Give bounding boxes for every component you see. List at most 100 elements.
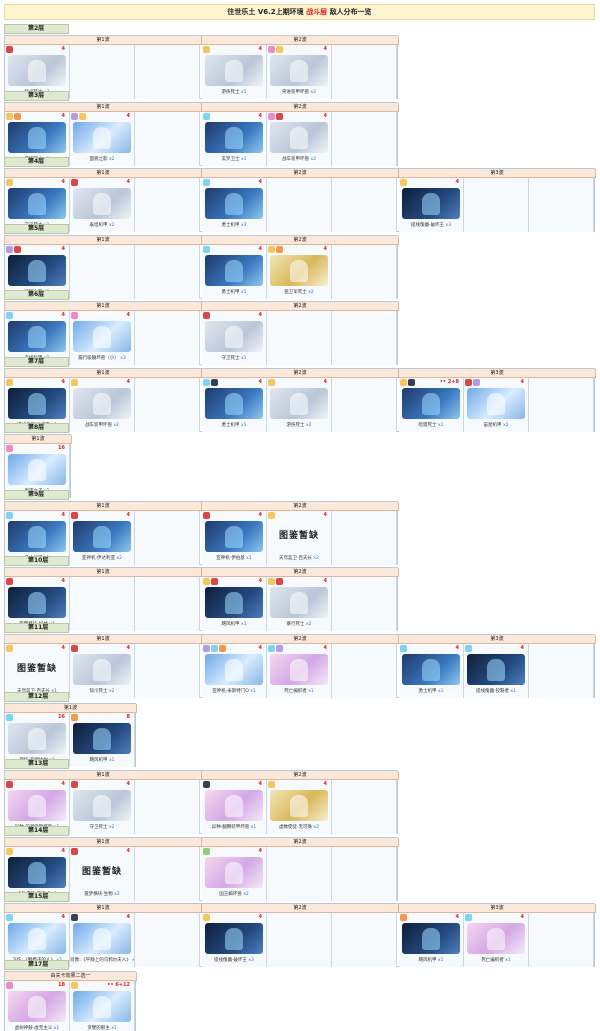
enemy-level-count: 4 (521, 378, 524, 386)
enemy-name-text: 噩梦横块·生物 (84, 892, 115, 897)
enemy-number: 4 (323, 379, 327, 385)
element-type-icon (6, 445, 13, 452)
enemy-number: 4 (323, 512, 327, 518)
enemy-portrait (73, 521, 131, 552)
enemy-figure (28, 795, 46, 817)
enemy-portrait (73, 388, 131, 419)
element-type-icon (465, 914, 472, 921)
enemy-name: 守卫死士 x1 (202, 355, 266, 361)
enemy-cell: 4 飓风机甲 x1 (202, 577, 267, 631)
enemy-portrait (467, 654, 525, 685)
enemy-number: 4 (61, 512, 65, 518)
floor-label: 第14层 (4, 826, 69, 836)
enemy-type-icons (400, 379, 415, 386)
enemy-figure (93, 127, 111, 149)
enemy-cell (267, 913, 332, 967)
enemy-level-count: •• 2+8 (440, 378, 459, 386)
enemy-name: 飓风机甲 x1 (202, 621, 266, 627)
enemy-number: 4 (258, 578, 262, 584)
enemy-level-count: 4 (127, 112, 130, 120)
enemy-cell (529, 378, 594, 432)
enemy-portrait (205, 255, 263, 286)
enemy-level-count: 4 (456, 644, 459, 652)
enemy-quantity: x1 (510, 689, 516, 694)
enemy-quantity: x1 (132, 958, 134, 963)
enemy-level-count: 4 (259, 245, 262, 253)
enemy-name-text: 突进装甲坏兽 (282, 90, 311, 95)
enemy-level-count: 4 (62, 311, 65, 319)
enemy-portrait (402, 654, 460, 685)
enemy-type-icons (6, 848, 13, 855)
enemy-quantity: x2 (113, 423, 119, 428)
element-type-icon (268, 46, 275, 53)
enemy-portrait (8, 122, 66, 153)
enemy-level-count: 4 (259, 311, 262, 319)
enemy-type-icons (71, 312, 78, 319)
enemy-number: 4 (61, 645, 65, 651)
enemy-type-icons (71, 645, 78, 652)
floor-section: 第1波4虚数使徒·墨言式 x14图鉴暂缺噩梦横块·生物 x2第2波4国王蝎坏兽 … (4, 837, 399, 901)
title-main: 往世乐土 V6.2上期环境 (227, 8, 304, 16)
enemy-figure (28, 60, 46, 82)
enemy-cell (529, 178, 594, 232)
element-type-icon (268, 113, 275, 120)
enemy-portrait (73, 321, 131, 352)
floor-label: 第13层 (4, 759, 69, 769)
enemy-type-icons (203, 781, 210, 788)
element-type-icon (203, 379, 210, 386)
enemy-name-text: 肖像：《平静上的乌鸦尔夫人》 (70, 958, 133, 963)
shield-marks: •• (439, 379, 448, 385)
enemy-name-text: 死亡编织者 (284, 689, 309, 694)
wave-header: 第2波 (202, 502, 399, 511)
title-highlight: 战斗层 (306, 8, 328, 16)
wave-header: 第1波 (5, 169, 202, 178)
enemy-name-text: 虚数使徒·无可殊 (279, 825, 314, 830)
enemy-type-icons (203, 914, 210, 921)
enemy-name: 亚神机·伊伯基 x1 (202, 555, 266, 561)
enemy-level-count: 4 (62, 112, 65, 120)
page-title: 往世乐土 V6.2上期环境 战斗层 敌人分布一览 (4, 4, 595, 20)
enemy-type-icons (71, 179, 78, 186)
enemy-type-icons (268, 113, 283, 120)
floor-label: 第5层 (4, 224, 69, 234)
element-type-icon (6, 578, 13, 585)
element-type-icon (400, 179, 407, 186)
wave-header: 第2波 (202, 302, 399, 311)
floor-label: 第3层 (4, 91, 69, 101)
floor-label: 第7层 (4, 357, 69, 367)
enemy-type-icons (203, 46, 210, 53)
enemy-type-icons (6, 914, 13, 921)
enemy-figure (422, 928, 440, 950)
enemy-cell (135, 577, 200, 631)
enemy-number: 4 (61, 379, 65, 385)
element-type-icon (6, 982, 13, 989)
enemy-type-icons (400, 914, 407, 921)
element-type-icon (203, 578, 210, 585)
enemy-name-text: 战车装甲坏兽 (282, 157, 311, 162)
enemy-type-icons (71, 379, 78, 386)
enemy-name-text: 勇士机甲 (221, 290, 241, 295)
element-type-icon (268, 246, 275, 253)
wave-header: 第2波 (202, 103, 399, 112)
enemy-quantity: x2 (313, 556, 319, 561)
element-type-icon (276, 113, 283, 120)
enemy-number: 4 (61, 179, 65, 185)
enemy-level-count: 4 (259, 577, 262, 585)
enemy-number: 4 (126, 914, 130, 920)
enemy-portrait (73, 654, 131, 685)
element-type-icon (203, 781, 210, 788)
enemy-portrait (205, 587, 263, 618)
enemy-quantity: x3 (240, 223, 247, 228)
enemy-level-count: 16 (58, 713, 65, 721)
enemy-cell: 4 守卫死士 x1 (202, 311, 267, 365)
enemy-number: 4 (61, 246, 65, 252)
enemy-type-icons (203, 578, 218, 585)
enemy-figure (225, 260, 243, 282)
enemy-portrait (270, 122, 328, 153)
enemy-level-count: 4 (62, 577, 65, 585)
wave-header: 第3波 (399, 635, 596, 644)
